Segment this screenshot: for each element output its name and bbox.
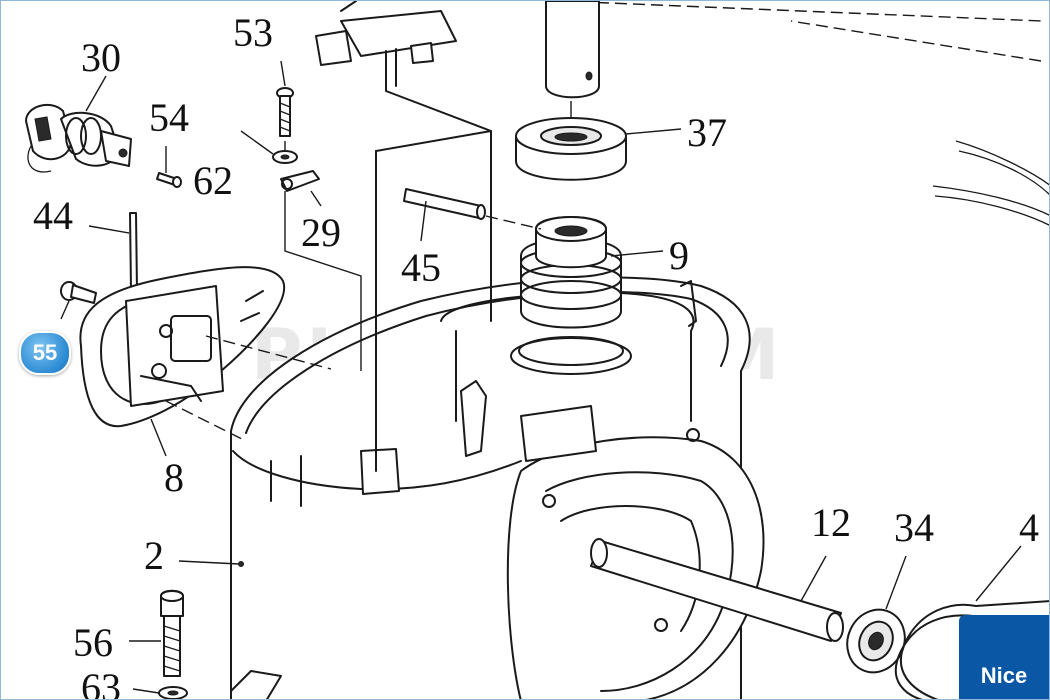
label-part-8: 8: [164, 455, 184, 500]
part-8-release-cover: [79, 266, 332, 457]
label-part-29: 29: [301, 210, 341, 255]
part-54-screw: [156, 146, 182, 188]
label-part-62: 62: [193, 158, 233, 203]
part-29-clip: [280, 170, 362, 371]
part-45-pin: [403, 188, 542, 230]
part-34-bearing: [846, 555, 907, 674]
part-9-pulley: [520, 216, 622, 329]
label-part-34: 34: [894, 505, 934, 550]
part-56-bolt: [129, 589, 184, 677]
label-part-56: 56: [73, 620, 113, 665]
label-part-12: 12: [811, 500, 851, 545]
label-part-63: 63: [81, 665, 121, 700]
part-62-washer: [272, 150, 298, 164]
part-55-screw: [60, 281, 97, 320]
part-44-rod: [88, 212, 138, 292]
brand-logo: Nice: [959, 615, 1049, 699]
highlighted-part-badge[interactable]: 55: [19, 331, 71, 375]
microswitch: [315, 1, 492, 322]
part-63-washer: [158, 686, 188, 699]
label-part-53: 53: [233, 10, 273, 55]
inner-bearing-seat: [510, 336, 632, 375]
part-30-lock-cylinder: [25, 103, 132, 173]
label-part-2: 2: [144, 533, 164, 578]
part-labels: 30 53 54 62 29 37 44 45 9 8 2 12 34 4 56…: [33, 10, 1039, 700]
label-part-45: 45: [401, 245, 441, 290]
wire-leads: [932, 140, 1049, 226]
vertical-shaft: [545, 1, 600, 119]
dashed-outline: [560, 1, 1042, 22]
label-part-44: 44: [33, 193, 73, 238]
part-37-bearing: [515, 117, 627, 181]
part-12-shaft: [590, 538, 844, 642]
label-part-30: 30: [81, 35, 121, 80]
label-part-37: 37: [687, 110, 727, 155]
label-part-54: 54: [149, 95, 189, 140]
label-part-9: 9: [669, 233, 689, 278]
guide-line: [375, 130, 492, 152]
label-part-4: 4: [1019, 505, 1039, 550]
label-leaders: [85, 60, 682, 694]
part-53-screw: [276, 87, 294, 161]
brand-logo-text: Nice: [980, 663, 1028, 688]
dashed-outline: [790, 20, 1042, 62]
